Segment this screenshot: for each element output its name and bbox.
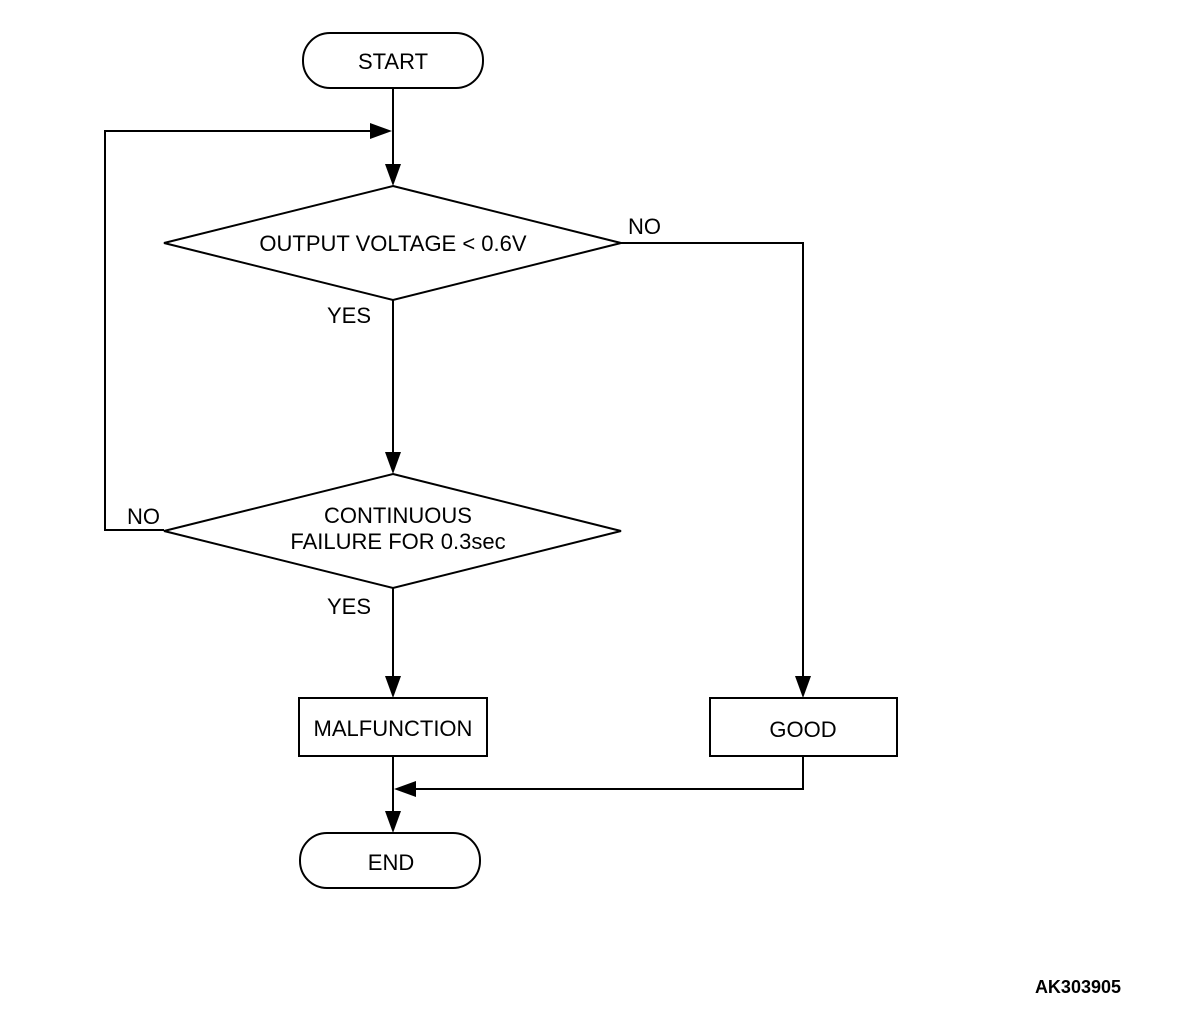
failure-no-label: NO — [127, 504, 160, 529]
decision-failure-label-line1: CONTINUOUS — [324, 503, 472, 528]
malfunction-box — [298, 697, 488, 757]
end-terminal — [299, 832, 481, 889]
voltage-no-label: NO — [628, 214, 661, 239]
arrowhead-down-failure — [385, 452, 401, 474]
connector-loop-back — [104, 130, 372, 531]
failure-yes-label: YES — [327, 594, 371, 619]
arrowhead-left-merge — [394, 781, 416, 797]
decision-voltage-label: OUTPUT VOLTAGE < 0.6V — [259, 231, 526, 256]
malfunction-label: MALFUNCTION — [314, 716, 473, 741]
start-label: START — [358, 49, 428, 74]
voltage-yes-label: YES — [327, 303, 371, 328]
arrowhead-down-good — [795, 676, 811, 698]
arrowhead-down-voltage — [385, 164, 401, 186]
arrowhead-down-end — [385, 811, 401, 833]
connector-good-to-end — [414, 756, 804, 790]
connector-voltage-no-to-good — [621, 242, 804, 678]
arrowhead-down-malfunction — [385, 676, 401, 698]
arrowhead-right-loop — [370, 123, 392, 139]
good-label: GOOD — [769, 717, 836, 742]
figure-code: AK303905 — [1035, 977, 1121, 997]
good-box — [709, 697, 898, 757]
end-label: END — [368, 850, 414, 875]
decision-failure-label-line2: FAILURE FOR 0.3sec — [290, 529, 505, 554]
